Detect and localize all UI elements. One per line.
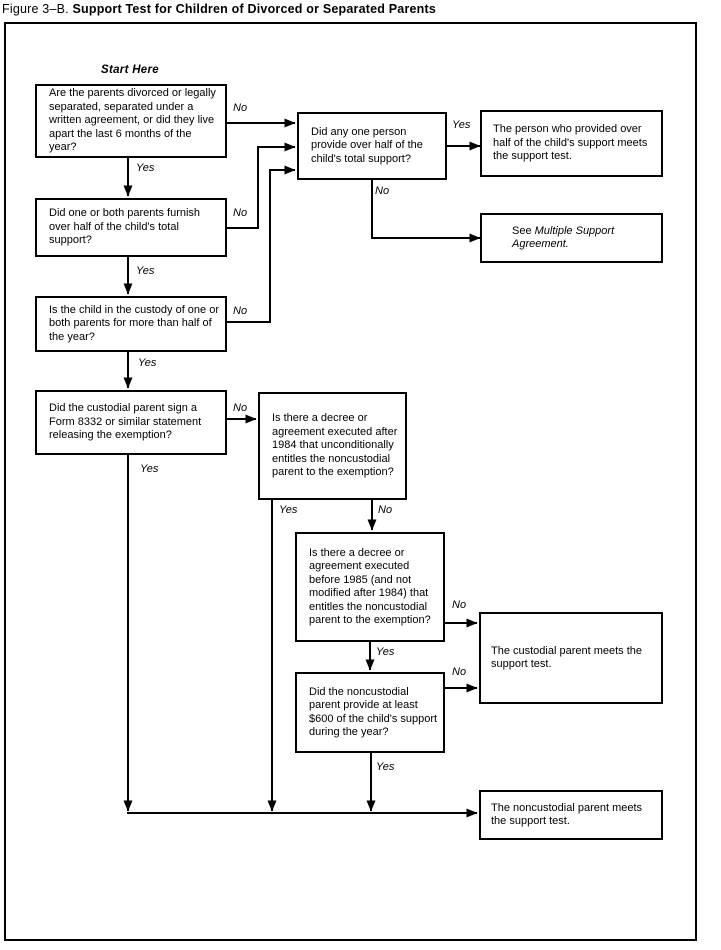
box-q-decree-before-1985: Is there a decree or agreement executed … <box>295 532 445 642</box>
figure-number: Figure 3–B. <box>2 2 69 16</box>
box-text: The custodial parent meets the support t… <box>491 644 643 671</box>
box-q-divorced: Are the parents divorced or legally sepa… <box>35 84 227 158</box>
box-r-person-provided: The person who provided over half of the… <box>480 110 663 177</box>
edge-label-q8-no: No <box>452 666 467 678</box>
figure-title: Figure 3–B. Support Test for Children of… <box>2 2 436 16</box>
box-q-custody: Is the child in the custody of one or bo… <box>35 296 227 352</box>
box-text: Is there a decree or agreement executed … <box>309 546 431 627</box>
edge-label-q4-no: No <box>233 402 248 414</box>
edge-label-q1-yes: Yes <box>136 162 155 174</box>
edge-label-q6-no: No <box>378 504 393 516</box>
box-q-furnish-half: Did one or both parents furnish over hal… <box>35 198 227 257</box>
start-here-label: Start Here <box>101 64 159 76</box>
box-text: Did the custodial parent sign a Form 833… <box>49 402 202 442</box>
edge-label-q5-yes: Yes <box>452 119 471 131</box>
edge-label-q5-no: No <box>375 185 390 197</box>
see-prefix: See <box>512 224 535 237</box>
edge-label-q7-yes: Yes <box>376 646 395 658</box>
connector-q2-no <box>227 142 296 229</box>
edge-label-q2-yes: Yes <box>136 265 155 277</box>
edge-label-q3-yes: Yes <box>138 357 157 369</box>
box-text: Are the parents divorced or legally sepa… <box>49 87 216 154</box>
box-text: Is the child in the custody of one or bo… <box>49 303 219 343</box>
box-q-one-person-half: Did any one person provide over half of … <box>297 112 447 180</box>
edge-label-q3-no: No <box>233 305 248 317</box>
edge-label-q2-no: No <box>233 207 248 219</box>
edge-label-q8-yes: Yes <box>376 761 395 773</box>
box-text: Is there a decree or agreement executed … <box>272 412 398 479</box>
edge-label-q6-yes: Yes <box>279 504 298 516</box>
box-q-600-support: Did the noncustodial parent provide at l… <box>295 672 445 753</box>
box-text: Did the noncustodial parent provide at l… <box>309 685 438 739</box>
box-q-form8332: Did the custodial parent sign a Form 833… <box>35 390 227 455</box>
box-r-noncustodial: The noncustodial parent meets the suppor… <box>479 790 663 840</box>
figure-title-text: Support Test for Children of Divorced or… <box>72 2 437 16</box>
box-r-custodial: The custodial parent meets the support t… <box>479 612 663 704</box>
edge-label-q7-no: No <box>452 599 467 611</box>
box-text: Did one or both parents furnish over hal… <box>49 207 201 247</box>
edge-label-q4-yes: Yes <box>140 463 159 475</box>
box-text: See Multiple Support Agreement. <box>512 225 656 252</box>
edge-label-q1-no: No <box>233 102 248 114</box>
connector-q5-no <box>371 180 481 243</box>
box-q-decree-after-1984: Is there a decree or agreement executed … <box>258 392 407 500</box>
box-text: The person who provided over half of the… <box>493 123 648 163</box>
box-text: The noncustodial parent meets the suppor… <box>491 801 643 828</box>
box-text: Did any one person provide over half of … <box>311 125 423 165</box>
connector-q3-no <box>227 165 296 323</box>
box-r-multiple-support: See Multiple Support Agreement. <box>480 213 663 263</box>
multiple-support-agreement-reference: Multiple Support Agreement. <box>512 224 615 251</box>
